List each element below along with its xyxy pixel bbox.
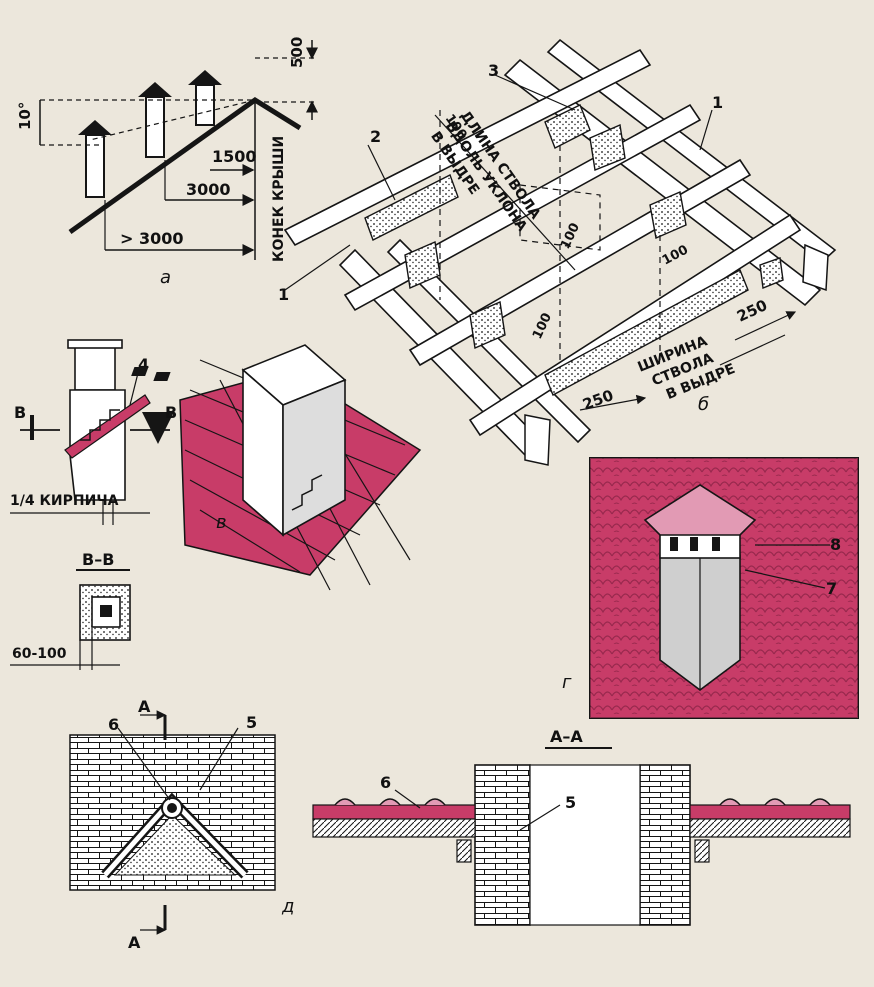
- callout-6-aa: 6: [380, 773, 391, 792]
- section-aa-title: А–А: [550, 727, 583, 746]
- ridge-label: КОНЕК КРЫШИ: [271, 136, 287, 262]
- chimney-2: [138, 82, 172, 158]
- gap-dim: 60-100: [12, 646, 67, 662]
- callout-5-aa: 5: [565, 793, 576, 812]
- section-mark-bottom: А: [128, 933, 141, 952]
- dim-250-a: 250: [580, 386, 616, 414]
- section-mark-right: В: [165, 403, 177, 422]
- angle-label: 10°: [16, 102, 34, 130]
- callout-7: 7: [826, 579, 837, 598]
- panel-v: 4 В В 1/4 КИРПИЧА В–В 60-100 в: [10, 339, 422, 670]
- quarter-brick-label: 1/4 КИРПИЧА: [10, 493, 119, 509]
- panel-b-letter: б: [698, 394, 709, 415]
- panel-b: 3 2 1 1 ДЛИНА СТВОЛА ВДОЛЬ УКЛОНА В ВЫДР…: [278, 38, 837, 466]
- batten-1: [283, 48, 652, 247]
- callout-5: 5: [246, 713, 257, 732]
- dim-250-b: 250: [734, 296, 770, 326]
- panel-aa: А–А 6 5: [312, 727, 851, 926]
- panel-d: 6 5 А А д: [69, 697, 294, 952]
- dim-500: 500: [288, 37, 306, 68]
- section-title: В–В: [82, 550, 114, 569]
- chimney-cap: [643, 484, 757, 536]
- callout-4: 4: [138, 355, 149, 374]
- callout-2: 2: [370, 127, 381, 146]
- dim-3000: 3000: [186, 180, 231, 199]
- panel-d-letter: д: [281, 896, 294, 917]
- dim-100-c: 100: [660, 243, 691, 269]
- callout-1-left: 1: [278, 285, 289, 304]
- panel-g-letter: г: [562, 672, 572, 693]
- panel-a: 10° 500 1500 3000 > 3000 КОНЕК КРЫШИ а: [16, 37, 318, 288]
- section-mark-left: В: [14, 403, 26, 422]
- dim-1500: 1500: [212, 147, 257, 166]
- callout-3: 3: [488, 61, 499, 80]
- section-mark-top: А: [138, 697, 151, 716]
- panel-v-letter: в: [216, 512, 227, 533]
- callout-1-right: 1: [712, 93, 723, 112]
- batten-4: [468, 213, 802, 437]
- chimney-1: [78, 120, 112, 198]
- chimney-3: [188, 70, 222, 126]
- dim-more-3000: > 3000: [120, 229, 184, 248]
- callout-8: 8: [830, 535, 841, 554]
- dim-100-d: 100: [530, 311, 555, 342]
- callout-6: 6: [108, 715, 119, 734]
- panel-a-letter: а: [160, 267, 171, 288]
- panel-g: 8 7 г: [562, 457, 859, 719]
